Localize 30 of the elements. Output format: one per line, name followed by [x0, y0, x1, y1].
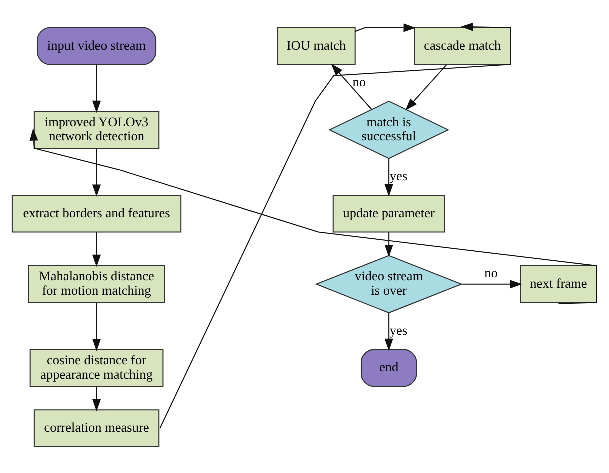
arrow [384, 158, 394, 196]
node-box: extract borders and features [12, 194, 182, 232]
arrow [92, 386, 102, 412]
node-box: IOU match [277, 26, 356, 65]
node-box: next frame [520, 265, 598, 303]
node-box: cascade match [414, 26, 512, 65]
arrow [92, 232, 102, 267]
node-box: end [360, 348, 418, 387]
node-box: cosine distance for appearance matching [30, 348, 164, 387]
edge-label: yes [390, 168, 408, 184]
edge-label: no [352, 74, 366, 90]
node-box: update parameter [332, 194, 446, 232]
arrow [30, 128, 598, 304]
arrow [92, 64, 102, 113]
arrow [331, 63, 372, 110]
node-box: Mahalanobis distance for motion matching [28, 265, 166, 303]
arrow [355, 23, 416, 32]
edge-label: yes [390, 322, 408, 338]
node-box: improved YOLOv3 network detection [34, 110, 160, 148]
node-diamond: video stream is over [315, 254, 464, 314]
node-box: correlation measure [34, 409, 160, 447]
node-diamond: match is successful [328, 100, 450, 159]
edge-label: no [484, 265, 498, 280]
node-box: input video stream [37, 26, 157, 65]
arrow [462, 280, 522, 288]
arrow [384, 232, 394, 257]
arrow [384, 312, 394, 351]
arrow [92, 302, 102, 351]
arrow [406, 64, 448, 110]
arrow [92, 148, 102, 196]
